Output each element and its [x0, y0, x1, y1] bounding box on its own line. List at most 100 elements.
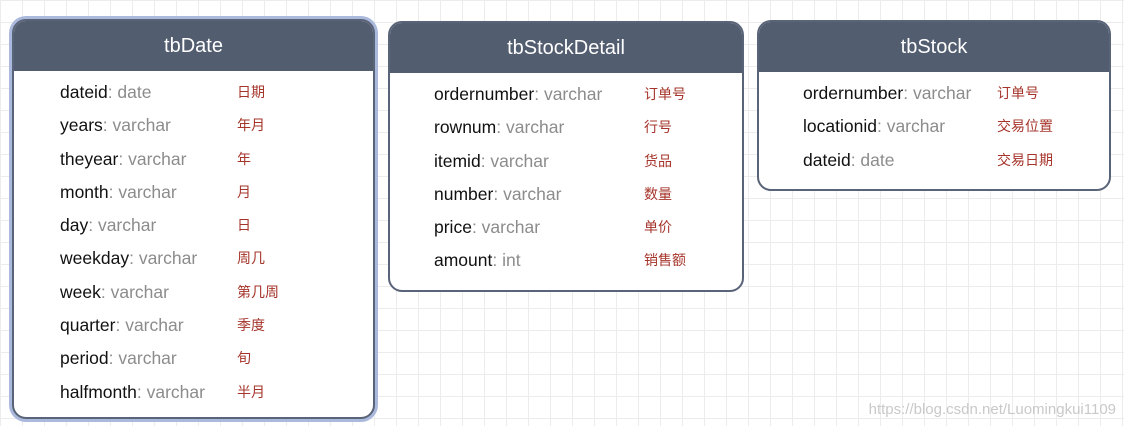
field-separator: :: [876, 116, 887, 137]
field-separator: :: [108, 181, 119, 202]
field-row[interactable]: ordernumber: varchar 订单号: [390, 78, 742, 111]
table-title: tbDate: [14, 21, 373, 71]
field-separator: :: [88, 215, 98, 236]
field-row[interactable]: quarter: varchar 季度: [14, 309, 373, 342]
field-comment: 单价: [644, 220, 672, 237]
field-comment: 半月: [237, 384, 265, 401]
field-comment: 旬: [237, 351, 251, 368]
field-separator: :: [850, 149, 861, 170]
field-comment: 周几: [237, 251, 265, 268]
field-name: rownum: [434, 117, 497, 138]
field-row[interactable]: weekday: varchar 周几: [14, 242, 373, 275]
field-separator: :: [493, 183, 504, 204]
field-type: int: [502, 250, 521, 271]
table-tbStock[interactable]: tbStock ordernumber: varchar 订单号 locationi…: [757, 20, 1111, 191]
field-comment: 季度: [237, 318, 265, 335]
field-row[interactable]: amount: int 销售额: [390, 244, 742, 277]
field-row[interactable]: dateid: date 交易日期: [759, 144, 1109, 177]
field-name: weekday: [60, 248, 130, 269]
field-type: varchar: [912, 83, 972, 103]
field-row[interactable]: period: varchar 旬: [14, 342, 373, 375]
field-type: varchar: [886, 116, 946, 137]
field-row[interactable]: day: varchar 日: [14, 209, 373, 242]
field-comment: 货品: [644, 153, 672, 170]
watermark-text: https://blog.csdn.net/Luomingkui1109: [868, 401, 1116, 418]
field-separator: :: [102, 115, 113, 136]
field-type: varchar: [481, 217, 541, 238]
field-name: number: [434, 183, 494, 204]
table-title: tbStock: [759, 22, 1109, 72]
field-comment: 月: [237, 184, 251, 201]
field-separator: :: [100, 281, 111, 302]
table-title: tbStockDetail: [390, 23, 742, 73]
field-name: dateid: [803, 149, 851, 170]
field-comment: 行号: [644, 120, 672, 137]
field-separator: :: [108, 348, 119, 369]
field-name: theyear: [60, 148, 119, 169]
field-comment: 数量: [644, 186, 672, 203]
field-type: date: [117, 82, 152, 102]
field-row[interactable]: ordernumber: varchar 订单号: [759, 77, 1109, 110]
field-type: varchar: [543, 84, 603, 104]
field-comment: 交易日期: [997, 152, 1053, 169]
field-row[interactable]: month: varchar 月: [14, 176, 373, 209]
field-type: varchar: [110, 281, 169, 302]
field-type: varchar: [503, 183, 562, 204]
field-name: day: [60, 215, 89, 236]
field-type: varchar: [128, 148, 187, 169]
field-comment: 订单号: [644, 87, 686, 103]
field-row[interactable]: number: varchar 数量: [390, 178, 742, 211]
field-comment: 日: [237, 218, 251, 235]
field-separator: :: [129, 248, 139, 269]
field-comment: 订单号: [997, 86, 1039, 102]
field-type: varchar: [118, 348, 177, 369]
field-row[interactable]: itemid: varchar 货品: [390, 145, 742, 178]
field-name: dateid: [60, 82, 108, 102]
field-row[interactable]: price: varchar 单价: [390, 211, 742, 244]
field-separator: :: [534, 84, 544, 104]
field-comment: 销售额: [644, 253, 686, 270]
field-type: varchar: [118, 181, 177, 202]
field-separator: :: [903, 83, 913, 103]
field-row[interactable]: week: varchar 第几周: [14, 276, 373, 309]
field-comment: 日期: [237, 85, 265, 101]
field-name: locationid: [803, 116, 877, 137]
field-name: amount: [434, 250, 493, 271]
field-separator: :: [107, 82, 118, 102]
field-name: ordernumber: [434, 84, 535, 104]
field-name: halfmonth: [60, 381, 137, 402]
field-name: month: [60, 181, 109, 202]
field-separator: :: [496, 117, 506, 138]
field-name: quarter: [60, 315, 116, 336]
field-name: itemid: [434, 150, 481, 171]
field-row[interactable]: locationid: varchar 交易位置: [759, 110, 1109, 143]
field-name: week: [60, 281, 101, 302]
field-comment: 第几周: [237, 284, 279, 301]
field-name: years: [60, 115, 103, 136]
field-separator: :: [480, 150, 491, 171]
field-type: varchar: [138, 248, 198, 269]
field-comment: 年: [237, 151, 251, 168]
field-name: period: [60, 348, 109, 369]
field-separator: :: [471, 217, 482, 238]
field-separator: :: [492, 250, 503, 271]
field-separator: :: [115, 315, 126, 336]
field-type: varchar: [97, 215, 157, 236]
field-comment: 交易位置: [997, 119, 1053, 136]
field-type: date: [860, 149, 895, 170]
table-tbStockDetail[interactable]: tbStockDetail ordernumber: varchar 订单号 row…: [388, 21, 744, 292]
field-type: varchar: [112, 115, 171, 136]
field-type: varchar: [125, 315, 184, 336]
field-type: varchar: [490, 150, 549, 171]
field-name: price: [434, 217, 472, 238]
field-separator: :: [136, 381, 147, 402]
field-row[interactable]: dateid: date 日期: [14, 76, 373, 109]
field-name: ordernumber: [803, 83, 904, 103]
